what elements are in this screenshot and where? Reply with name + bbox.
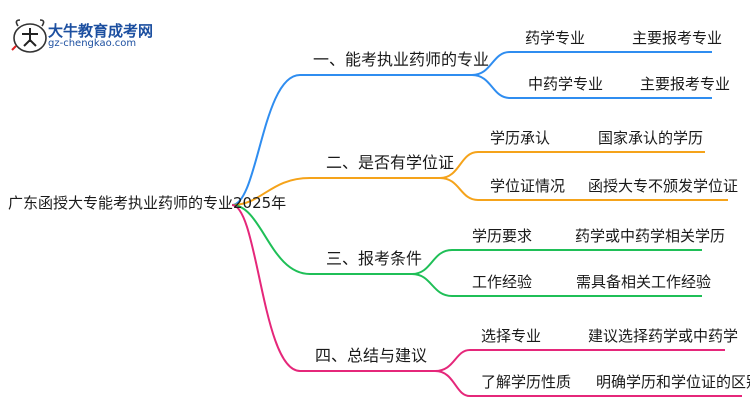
- connector-2-1: [439, 151, 479, 179]
- child-2-2-detail: 函授大专不颁发学位证: [588, 177, 739, 195]
- connector-3-2: [411, 273, 453, 297]
- branch-2-label: 二、是否有学位证: [326, 153, 455, 172]
- logo-url: gz-chengkao.com: [48, 38, 137, 49]
- connector-root-pink: [231, 204, 301, 372]
- child-3-2-label: 工作经验: [472, 273, 533, 291]
- connector-4-2: [434, 370, 471, 397]
- child-1-2-detail: 主要报考专业: [640, 75, 731, 93]
- child-1-1-detail: 主要报考专业: [632, 29, 723, 47]
- child-2-1-label: 学历承认: [490, 129, 551, 147]
- connector-4-1: [434, 349, 471, 372]
- branch-4-label: 四、总结与建议: [315, 346, 428, 365]
- connector-1-2: [471, 74, 511, 99]
- site-logo[interactable]: 大牛教育成考网 gz-chengkao.com: [10, 14, 160, 56]
- child-1-2-label: 中药学专业: [528, 75, 604, 93]
- connector-3-1: [411, 249, 453, 275]
- connector-1-1: [471, 51, 511, 76]
- child-2-1-detail: 国家承认的学历: [598, 129, 704, 147]
- child-3-1-label: 学历要求: [472, 227, 533, 245]
- connector-root-blue: [231, 74, 301, 206]
- branch-1-label: 一、能考执业药师的专业: [313, 50, 490, 69]
- connector-root-orange: [231, 177, 311, 206]
- connector-root-green: [231, 204, 311, 275]
- child-1-1-label: 药学专业: [525, 29, 586, 47]
- logo-mark-icon: [11, 19, 47, 53]
- child-4-1-label: 选择专业: [481, 327, 542, 345]
- child-4-2-label: 了解学历性质: [481, 373, 572, 391]
- child-4-2-detail: 明确学历和学位证的区别: [596, 373, 750, 391]
- connector-2-2: [439, 177, 479, 201]
- child-4-1-detail: 建议选择药学或中药学: [588, 327, 739, 345]
- child-2-2-label: 学位证情况: [490, 177, 566, 195]
- child-3-1-detail: 药学或中药学相关学历: [575, 227, 726, 245]
- root-topic: 广东函授大专能考执业药师的专业2025年: [8, 194, 287, 212]
- branch-3-label: 三、报考条件: [326, 249, 423, 268]
- logo-title: 大牛教育成考网: [48, 22, 154, 40]
- child-3-2-detail: 需具备相关工作经验: [576, 273, 712, 291]
